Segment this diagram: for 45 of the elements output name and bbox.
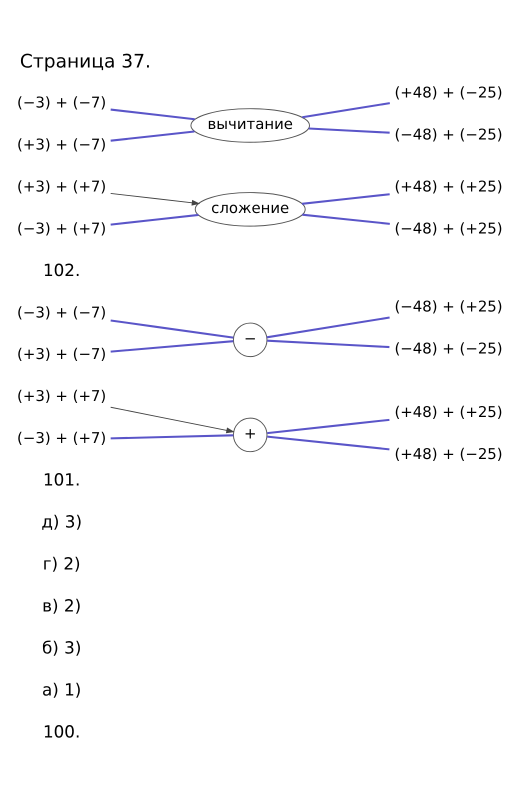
connector: [110, 319, 233, 339]
connector: [110, 340, 233, 353]
node-text: (+3) + (+7): [16, 387, 106, 406]
node-text: (−3) + (−7): [16, 94, 106, 112]
node-text: (+3) + (+7): [16, 177, 106, 196]
label: 102.: [42, 260, 80, 280]
arrow: [110, 192, 200, 206]
diagram-title: Страница 37.: [19, 52, 150, 73]
connector: [266, 316, 390, 338]
node-text: (−48) + (−25): [394, 125, 502, 144]
connector: [110, 108, 194, 120]
connector: [266, 436, 390, 450]
connector: [266, 418, 390, 434]
node-ellipse: вычитание: [190, 108, 310, 143]
node-text: (+3) + (−7): [16, 136, 106, 154]
node-text: (+48) + (−25): [394, 444, 502, 463]
node-circle: +: [232, 418, 267, 452]
label: г) 2): [42, 554, 80, 574]
node-ellipse: сложение: [194, 192, 306, 227]
node-text: (−3) + (+7): [16, 429, 106, 448]
label: 101.: [42, 470, 80, 490]
label: в) 2): [42, 595, 81, 616]
node-text: (−48) + (+25): [394, 219, 502, 238]
connector: [308, 127, 390, 134]
label: 100.: [42, 721, 80, 742]
node-text: (+48) + (+25): [394, 403, 502, 422]
connector: [266, 340, 389, 348]
label: б) 3): [41, 637, 81, 658]
connector: [110, 214, 198, 226]
connector: [302, 102, 390, 118]
connector: [110, 434, 233, 440]
connector: [301, 193, 390, 205]
node-text: (+3) + (−7): [16, 345, 106, 364]
node-text: (+48) + (−25): [394, 83, 502, 102]
connector: [110, 130, 194, 142]
node-text: (+48) + (+25): [394, 177, 502, 196]
node-text: (−48) + (−25): [394, 340, 502, 358]
arrow: [110, 406, 234, 434]
label: д) 3): [40, 512, 82, 532]
node-circle: −: [232, 322, 267, 358]
node-text: (−3) + (−7): [16, 303, 106, 322]
node-text: (−48) + (+25): [394, 298, 502, 316]
connector: [302, 214, 390, 225]
label: а) 1): [41, 679, 81, 700]
node-text: (−3) + (+7): [16, 219, 106, 238]
